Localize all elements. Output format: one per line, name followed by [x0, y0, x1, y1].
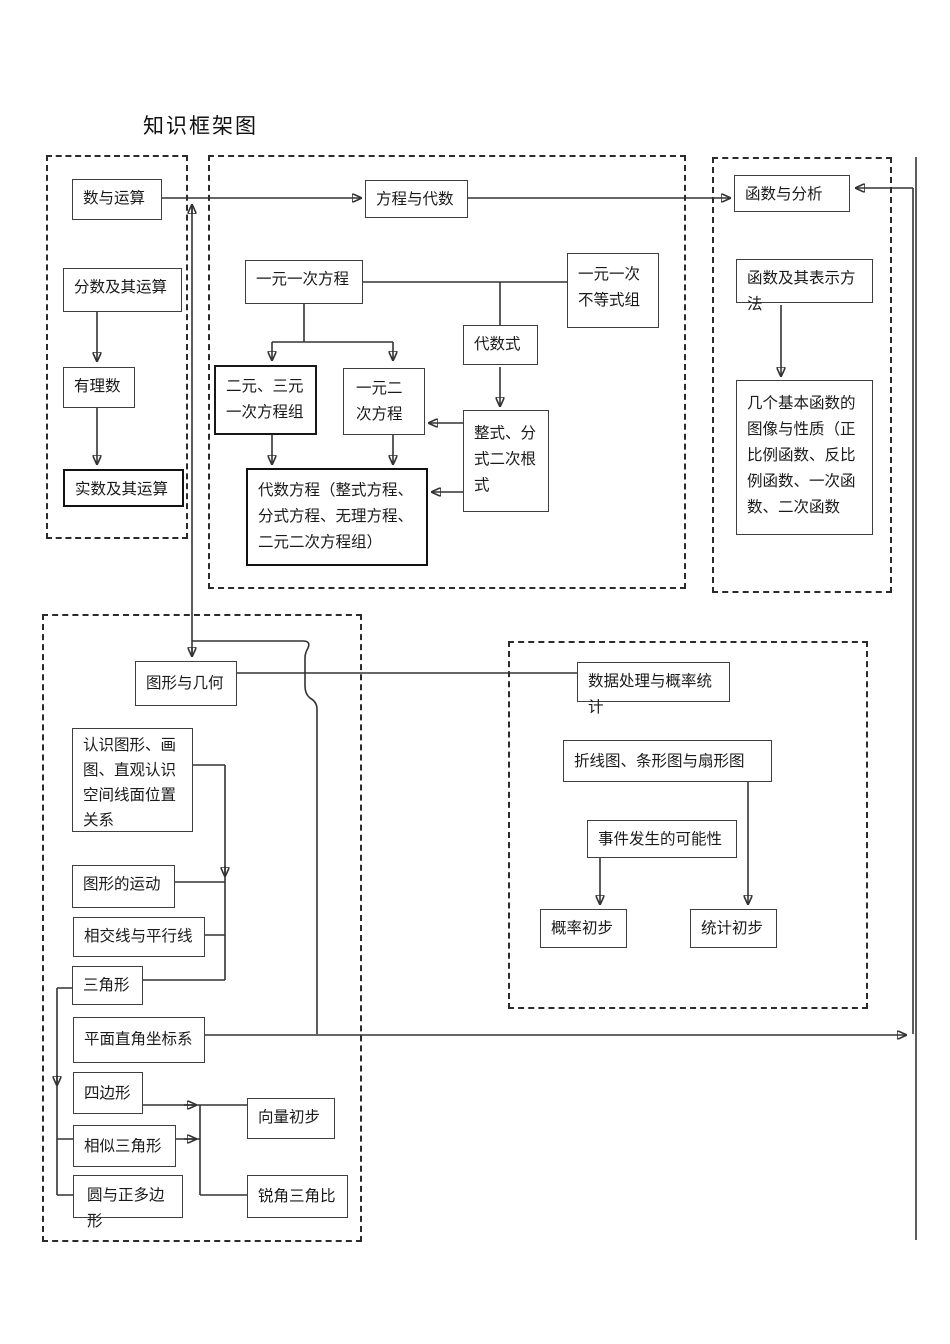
node-data-probability-statistics: 数据处理与概率统计 [577, 662, 730, 716]
diagram-title: 知识框架图 [143, 115, 258, 138]
node-fractions: 分数及其运算 [63, 268, 182, 312]
triangle-left-bus [56, 987, 73, 1196]
functions-section-frame [712, 157, 892, 593]
algebra-section-frame [208, 155, 686, 589]
node-functions-analysis: 函数与分析 [734, 175, 850, 212]
node-numbers-operations: 数与运算 [72, 179, 162, 220]
node-real-numbers: 实数及其运算 [63, 469, 184, 507]
geometry-jog-connector [192, 640, 318, 1034]
lineareq-branch-bar [272, 304, 393, 343]
node-recognize-shapes: 认识图形、画图、直观认识空间线面位置关系 [72, 728, 193, 832]
node-circle-regular-polygon: 圆与正多边形 [73, 1175, 183, 1230]
node-algebraic-equations: 代数方程（整式方程、分式方程、无理方程、二元二次方程组） [246, 468, 428, 566]
node-vectors-intro: 向量初步 [247, 1098, 335, 1139]
node-equations-algebra: 方程与代数 [365, 180, 468, 218]
node-quadrilateral: 四边形 [73, 1072, 143, 1114]
node-probability-intro: 概率初步 [540, 909, 627, 948]
node-intersecting-parallel-lines: 相交线与平行线 [73, 917, 205, 957]
statistics-section-frame [508, 641, 868, 1009]
node-acute-trig-ratio: 锐角三角比 [247, 1175, 348, 1218]
node-similar-triangles: 相似三角形 [73, 1125, 176, 1167]
node-equation-systems: 二元、三元一次方程组 [214, 365, 317, 435]
node-function-representation: 函数及其表示方法 [736, 259, 873, 313]
node-event-likelihood: 事件发生的可能性 [587, 820, 737, 858]
node-linear-inequalities: 一元一次不等式组 [567, 253, 659, 328]
geometry-section-frame [42, 614, 362, 1242]
node-quadratic-equation: 一元二次方程 [343, 368, 425, 435]
node-shapes-geometry: 图形与几何 [135, 661, 237, 706]
node-algebraic-expression: 代数式 [463, 325, 538, 365]
node-rational-numbers: 有理数 [63, 367, 135, 408]
node-line-bar-pie-charts: 折线图、条形图与扇形图 [563, 740, 772, 782]
node-coordinate-plane: 平面直角坐标系 [73, 1017, 205, 1063]
node-integral-fraction-radical: 整式、分式二次根式 [463, 410, 549, 512]
lineareq-ineq-expression-links [363, 281, 567, 325]
node-basic-functions: 几个基本函数的图像与性质（正比例函数、反比例函数、一次函数、二次函数 [736, 380, 873, 535]
node-linear-equation: 一元一次方程 [245, 260, 363, 304]
node-shape-motion: 图形的运动 [72, 865, 175, 908]
node-triangle: 三角形 [72, 966, 143, 1005]
node-statistics-intro: 统计初步 [690, 909, 777, 948]
numbers-section-frame [46, 155, 188, 539]
